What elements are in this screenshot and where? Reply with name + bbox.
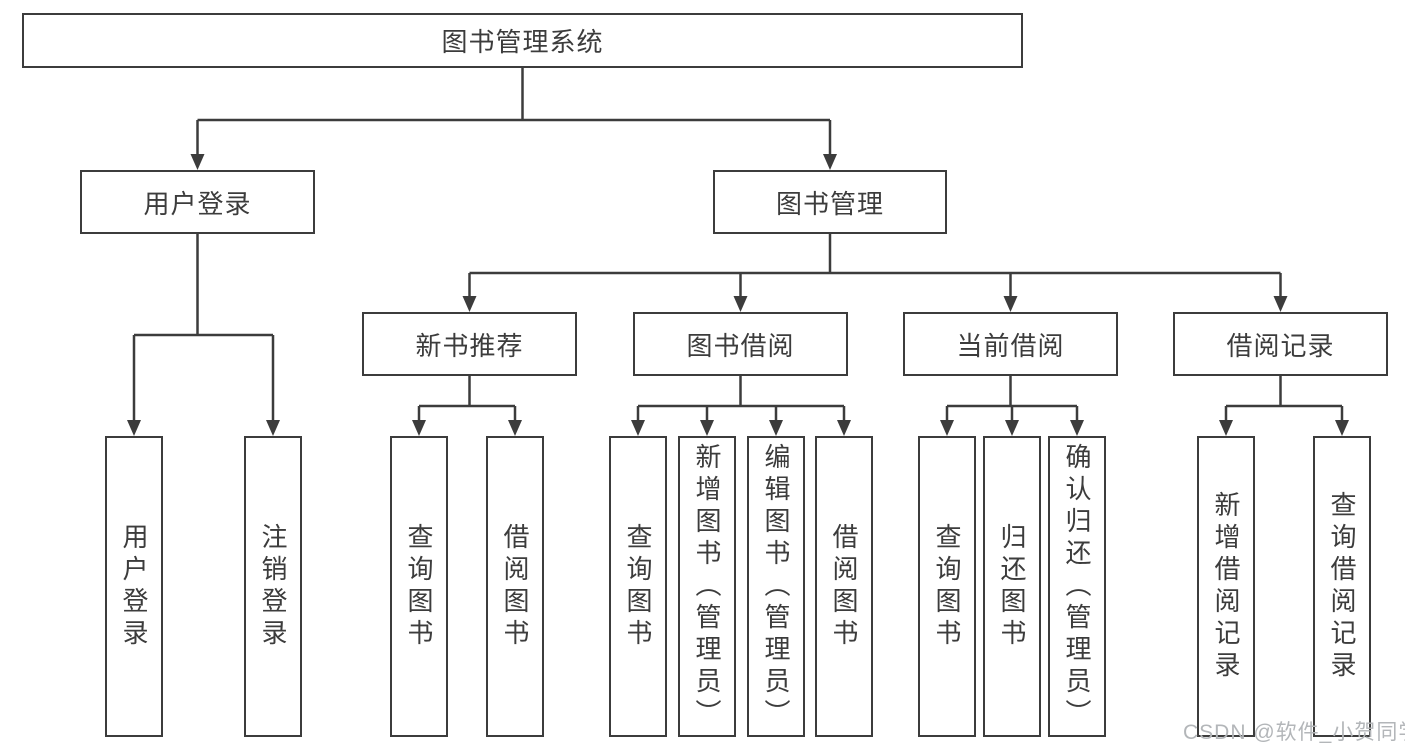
node-user-login: 用户登录 [80, 170, 315, 234]
node-label: 当前借阅 [956, 330, 1065, 361]
leaf-borrow-books: 借阅图书 [815, 436, 873, 737]
leaf-user-login: 用户登录 [105, 436, 163, 737]
leaf-return-books: 归还图书 [983, 436, 1041, 737]
node-label: 图书管理系统 [441, 27, 604, 57]
node-label: 借阅图书 [500, 522, 530, 651]
leaf-add-books-admin: 新增图书（管理员） [678, 436, 736, 737]
leaf-query-books-current: 查询图书 [918, 436, 976, 737]
node-label: 用户登录 [143, 188, 252, 219]
node-label: 借阅图书 [829, 522, 859, 651]
node-label: 查询借阅记录 [1327, 490, 1357, 683]
node-label: 查询图书 [623, 522, 653, 651]
node-label: 查询图书 [404, 522, 434, 651]
node-new-book-recommend: 新书推荐 [362, 312, 577, 376]
csdn-watermark: CSDN @软件_小贺同学 [1183, 721, 1405, 744]
node-book-management: 图书管理 [713, 170, 947, 234]
node-book-borrow: 图书借阅 [633, 312, 848, 376]
node-borrow-records: 借阅记录 [1173, 312, 1388, 376]
node-label: 新增图书（管理员） [692, 442, 722, 731]
node-label: 归还图书 [997, 522, 1027, 651]
node-label: 确认归还（管理员） [1062, 442, 1092, 731]
leaf-query-books-recommend: 查询图书 [390, 436, 448, 737]
node-library-management-system: 图书管理系统 [22, 13, 1023, 68]
node-label: 用户登录 [119, 522, 149, 651]
leaf-borrow-books-recommend: 借阅图书 [486, 436, 544, 737]
node-label: 编辑图书（管理员） [761, 442, 791, 731]
node-label: 图书管理 [775, 188, 884, 219]
leaf-confirm-return-admin: 确认归还（管理员） [1048, 436, 1106, 737]
node-label: 借阅记录 [1226, 330, 1335, 361]
node-current-borrow: 当前借阅 [903, 312, 1118, 376]
leaf-query-borrow-record: 查询借阅记录 [1313, 436, 1371, 737]
node-label: 图书借阅 [686, 330, 795, 361]
node-label: 新书推荐 [415, 330, 524, 361]
node-label: 查询图书 [932, 522, 962, 651]
leaf-edit-books-admin: 编辑图书（管理员） [747, 436, 805, 737]
leaf-logout: 注销登录 [244, 436, 302, 737]
node-label: 新增借阅记录 [1211, 490, 1241, 683]
node-label: 注销登录 [258, 522, 288, 651]
leaf-query-books-borrow: 查询图书 [609, 436, 667, 737]
leaf-add-borrow-record: 新增借阅记录 [1197, 436, 1255, 737]
